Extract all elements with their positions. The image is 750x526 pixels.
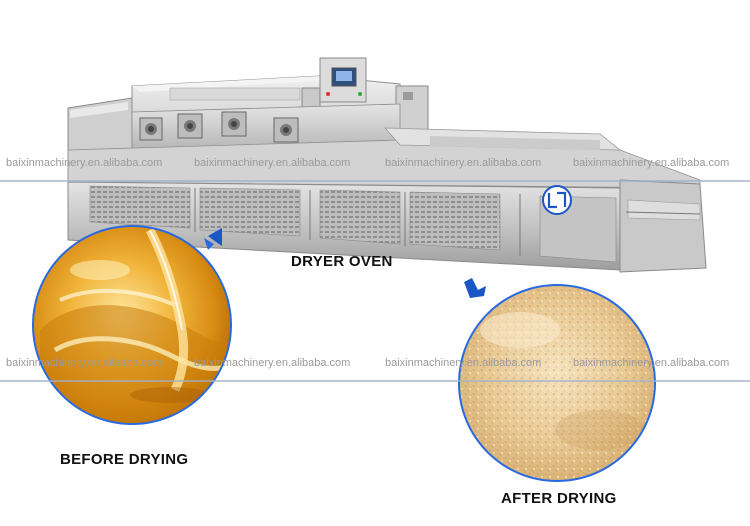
watermark-text: baixinmachinery.en.alibaba.com [194, 157, 351, 169]
control-panel [319, 57, 367, 103]
dryer-oven-machine [67, 57, 707, 273]
honey-photo [32, 225, 232, 425]
watermark-text: baixinmachinery.en.alibaba.com [573, 157, 730, 169]
vent-panels [89, 185, 617, 263]
watermark-text: baixinmachinery.en.alibaba.com [6, 157, 163, 169]
watermark-text: baixinmachinery.en.alibaba.com [6, 357, 163, 369]
arrow-up-icon [204, 228, 222, 250]
watermark-text: baixinmachinery.en.alibaba.com [385, 157, 542, 169]
watermark-text: baixinmachinery.en.alibaba.com [385, 357, 542, 369]
watermark-text: baixinmachinery.en.alibaba.com [573, 357, 730, 369]
microwave-ports [139, 111, 299, 143]
machine-logo [542, 185, 572, 215]
caption-after-drying: AFTER DRYING [501, 490, 617, 507]
watermark-text: baixinmachinery.en.alibaba.com [194, 357, 351, 369]
watermark-line-top [0, 180, 750, 182]
powder-photo [458, 284, 656, 482]
caption-before-drying: BEFORE DRYING [60, 451, 189, 468]
watermark-line-bottom [0, 380, 750, 382]
arrow-down-icon [464, 278, 486, 298]
caption-dryer-oven: DRYER OVEN [291, 253, 393, 270]
